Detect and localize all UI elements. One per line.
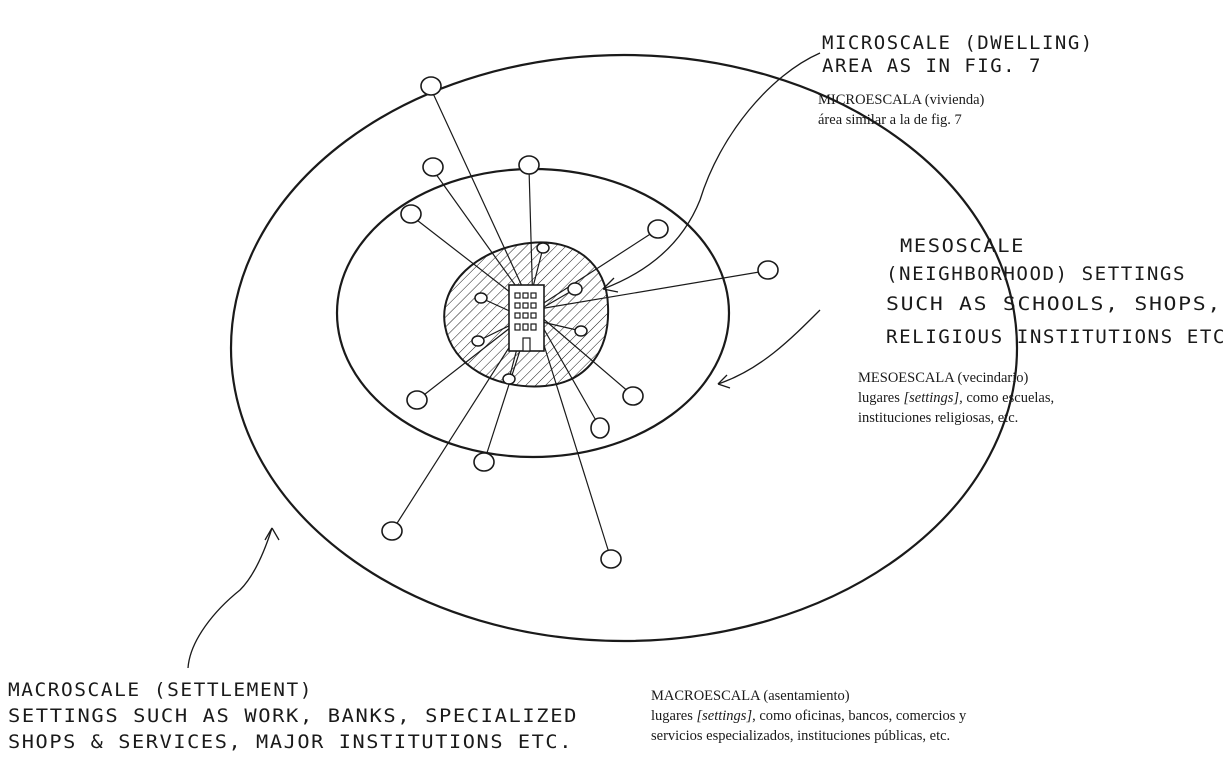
setting-node: [622, 386, 644, 406]
setting-node: [381, 521, 403, 541]
macro-caption-post: , como oficinas, bancos, comercios y: [752, 708, 967, 724]
meso-caption-settings: [settings],: [903, 390, 963, 406]
micro-caption-title: MICROESCALA (vivienda): [818, 92, 985, 108]
meso-caption: MESOESCALA (vecindario) lugares [setting…: [858, 368, 1054, 428]
micro-caption: MICROESCALA (vivienda) área similar a la…: [818, 90, 984, 130]
setting-nodes: [381, 76, 779, 569]
macro-caption-line-3: servicios especializados, instituciones …: [651, 728, 951, 744]
setting-node: [420, 76, 442, 96]
setting-node: [473, 452, 495, 472]
setting-node: [518, 155, 540, 175]
setting-node: [422, 157, 444, 177]
micro-leader: [602, 52, 821, 290]
macro-arrowhead: [264, 527, 280, 541]
meso-caption-post: como escuelas,: [962, 390, 1055, 406]
meso-handwritten-line-2: (NEIGHBORHOOD) SETTINGS: [886, 263, 1186, 285]
setting-node: [400, 204, 422, 224]
leader-lines: [187, 52, 821, 669]
macro-handwritten-line-1: MACROSCALE (SETTLEMENT): [8, 679, 313, 701]
macro-caption-line-2: lugares [settings], como oficinas, banco…: [651, 706, 966, 726]
meso-caption-line-2: lugares [settings], como escuelas,: [858, 388, 1054, 408]
meso-leader: [717, 309, 821, 385]
macro-caption-settings: [settings]: [696, 708, 753, 724]
setting-node: [757, 260, 779, 280]
macro-caption-pre: lugares: [651, 708, 697, 724]
inner-nodes: [471, 242, 588, 385]
macro-handwritten-line-3: SHOPS & SERVICES, MAJOR INSTITUTIONS ETC…: [8, 731, 573, 753]
macro-leader: [187, 527, 273, 669]
micro-caption-body: área similar a la de fig. 7: [818, 112, 962, 128]
micro-handwritten-line-1: MICROSCALE (DWELLING): [822, 32, 1094, 54]
macro-handwritten-line-2: SETTINGS SUCH AS WORK, BANKS, SPECIALIZE…: [8, 705, 578, 727]
micro-handwritten-line-2: AREA AS IN FIG. 7: [822, 55, 1042, 77]
macroscale-circle: [229, 53, 1019, 643]
meso-caption-pre: lugares: [858, 390, 904, 406]
setting-node: [590, 417, 610, 439]
setting-node: [600, 549, 622, 569]
macro-caption-title: MACROESCALA (asentamiento): [651, 688, 850, 704]
meso-handwritten-line-4: RELIGIOUS INSTITUTIONS ETC: [886, 326, 1226, 348]
meso-caption-line-3: instituciones religiosas, etc.: [858, 410, 1019, 426]
meso-handwritten-line-3: SUCH AS SCHOOLS, SHOPS,: [886, 293, 1222, 315]
dwelling-icon: [508, 284, 545, 352]
micro-arrowhead: [602, 277, 619, 293]
meso-caption-title: MESOESCALA (vecindario): [858, 370, 1029, 386]
setting-node: [406, 390, 428, 410]
meso-arrowhead: [717, 374, 731, 389]
setting-node: [647, 219, 669, 239]
meso-handwritten-line-1: MESOSCALE: [900, 235, 1025, 257]
macro-caption: MACROESCALA (asentamiento) lugares [sett…: [651, 686, 966, 746]
